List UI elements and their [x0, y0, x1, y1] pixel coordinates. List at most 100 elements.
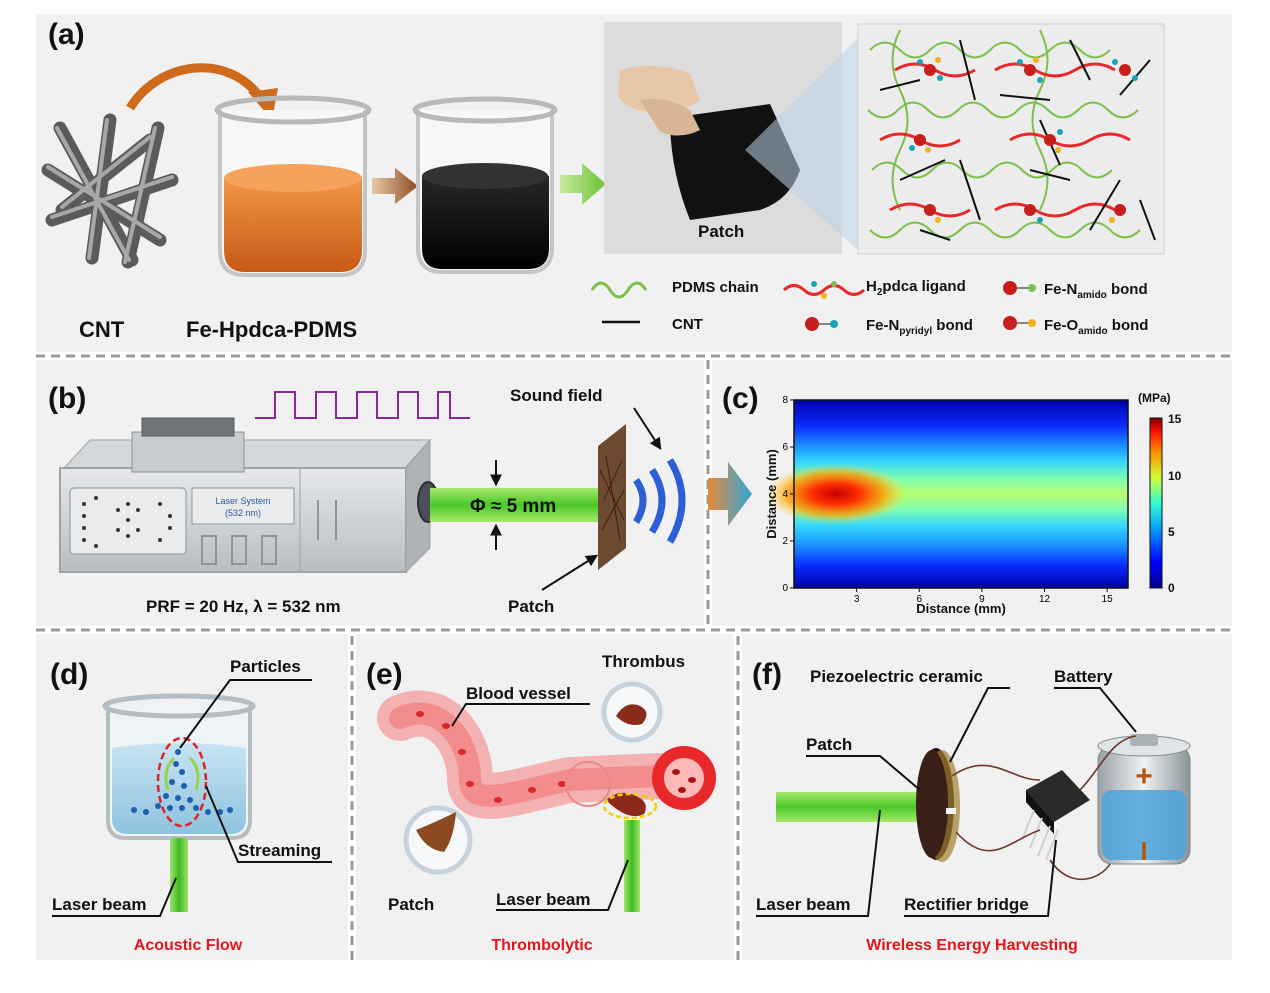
beaker-water-icon	[102, 693, 256, 840]
sound-waves-icon	[632, 458, 686, 544]
laser-beam-label-e: Laser beam	[496, 890, 591, 909]
fe-hpdca-pdms-label: Fe-Hpdca-PDMS	[186, 317, 357, 342]
x-tick-label: 12	[1039, 594, 1051, 605]
legend-a: PDMS chain CNT H2pdca ligand Fe-Npyridyl…	[590, 278, 1148, 337]
colorbar-tick-10: 10	[1168, 469, 1182, 483]
panel-d-tag: (d)	[50, 658, 88, 691]
colorbar-unit: (MPa)	[1138, 391, 1171, 405]
laser-system-text-1: Laser System	[215, 496, 270, 506]
caption-d: Acoustic Flow	[134, 937, 243, 954]
heatmap-y-label: Distance (mm)	[764, 449, 779, 539]
streaming-leader	[205, 785, 332, 863]
ligand-icon	[782, 281, 866, 299]
particles-label: Particles	[230, 657, 301, 676]
rectifier-label: Rectifier bridge	[904, 895, 1029, 914]
patch-e-icon	[416, 812, 456, 852]
laser-beam-label-f: Laser beam	[756, 895, 851, 914]
laser-beam-leader-f	[756, 809, 881, 917]
beaker-black-icon	[412, 96, 558, 274]
wires-icon	[951, 735, 1137, 881]
laser-system-text-2: (532 nm)	[225, 508, 261, 518]
heatmap-x-label: Distance (mm)	[916, 601, 1006, 616]
battery-icon: + I	[1097, 734, 1191, 866]
caption-e: Thrombolytic	[491, 937, 592, 954]
fe-n-amido-icon	[1003, 281, 1036, 295]
pdms-chain-icon	[590, 281, 648, 299]
patch-leader-f	[806, 755, 921, 791]
blood-vessel-icon	[377, 690, 716, 819]
beam-diameter-label: Φ ≈ 5 mm	[470, 496, 556, 517]
thrombus-icon	[616, 704, 647, 725]
sound-field-label: Sound field	[510, 386, 603, 405]
patch-arrow-icon	[541, 554, 599, 591]
fe-o-amido-icon	[1003, 316, 1036, 330]
particles-icon	[131, 749, 233, 815]
blood-vessel-label: Blood vessel	[466, 684, 571, 703]
piezo-disc-icon	[916, 748, 960, 862]
legend-fe-o-amido: Fe-Oamido bond	[1044, 317, 1148, 337]
patch-b-icon	[598, 424, 626, 570]
y-tick-label: 2	[782, 536, 788, 547]
arrow-brown-icon	[372, 168, 418, 204]
battery-leader	[1054, 687, 1137, 733]
legend-pdms-chain: PDMS chain	[672, 279, 759, 296]
arrow-green-icon	[560, 163, 606, 205]
patch-label-e: Patch	[388, 895, 434, 914]
laser-beam-f	[776, 792, 926, 822]
y-tick-label: 6	[782, 442, 788, 453]
legend-cnt: CNT	[672, 316, 703, 333]
panel-c-tag: (c)	[722, 382, 759, 415]
rectifier-bridge-icon	[1021, 770, 1090, 861]
flow-arrow-right-icon	[188, 756, 200, 791]
panel-dividers	[36, 354, 1232, 960]
laser-beam-e	[624, 820, 640, 912]
prf-params-label: PRF = 20 Hz, λ = 532 nm	[146, 597, 341, 616]
pulse-waveform-icon	[255, 391, 470, 419]
panel-b-tag: (b)	[48, 382, 86, 415]
x-tick-label: 9	[979, 594, 985, 605]
laser-beam-b	[430, 488, 606, 522]
particles-leader	[179, 679, 312, 749]
panel-f-tag: (f)	[752, 658, 782, 691]
y-tick-label: 4	[782, 489, 788, 500]
caption-f: Wireless Energy Harvesting	[866, 937, 1078, 954]
patch-label-a: Patch	[698, 222, 744, 241]
cnt-bundle-icon	[41, 113, 179, 269]
cnt-label: CNT	[79, 317, 125, 342]
heatmap-axes: 3 6 9 12 15 0 2 4 6 8	[782, 395, 1113, 605]
heatmap-hotspot	[764, 463, 907, 525]
pour-arrow-icon	[126, 63, 266, 111]
colorbar-tick-5: 5	[1168, 525, 1175, 539]
legend-fe-n-amido: Fe-Namido bond	[1044, 281, 1148, 301]
thrombus-highlight	[602, 792, 658, 820]
thrombus-clot-icon	[606, 792, 646, 817]
legend-ligand: H2pdca ligand	[866, 278, 966, 298]
laser-beam-leader-d	[52, 877, 177, 917]
beaker-orange-icon	[214, 95, 372, 277]
rectifier-leader	[904, 839, 1057, 917]
arrow-to-c-icon	[708, 462, 752, 526]
streaming-region-icon	[156, 736, 208, 828]
colorbar	[1149, 417, 1163, 589]
network-structure-image	[857, 23, 1165, 255]
colorbar-tick-0: 0	[1168, 581, 1175, 595]
laser-system-device: Laser System (532 nm)	[59, 417, 439, 574]
battery-plus: +	[1135, 760, 1153, 793]
legend-fe-n-pyridyl: Fe-Npyridyl bond	[866, 317, 973, 337]
laser-beam-label-d: Laser beam	[52, 895, 147, 914]
colorbar-tick-15: 15	[1168, 412, 1182, 426]
y-tick-label: 0	[782, 583, 788, 594]
laser-beam-d	[170, 838, 188, 912]
x-tick-label: 6	[916, 594, 922, 605]
patch-label-f: Patch	[806, 735, 852, 754]
x-tick-label: 15	[1102, 594, 1114, 605]
blood-vessel-leader	[451, 703, 590, 727]
piezo-label: Piezoelectric ceramic	[810, 667, 983, 686]
pressure-heatmap	[764, 399, 1129, 589]
patch-photo	[604, 22, 860, 254]
battery-label: Battery	[1054, 667, 1113, 686]
piezo-leader	[949, 687, 1010, 763]
y-tick-label: 8	[782, 395, 788, 406]
x-tick-label: 3	[854, 594, 860, 605]
